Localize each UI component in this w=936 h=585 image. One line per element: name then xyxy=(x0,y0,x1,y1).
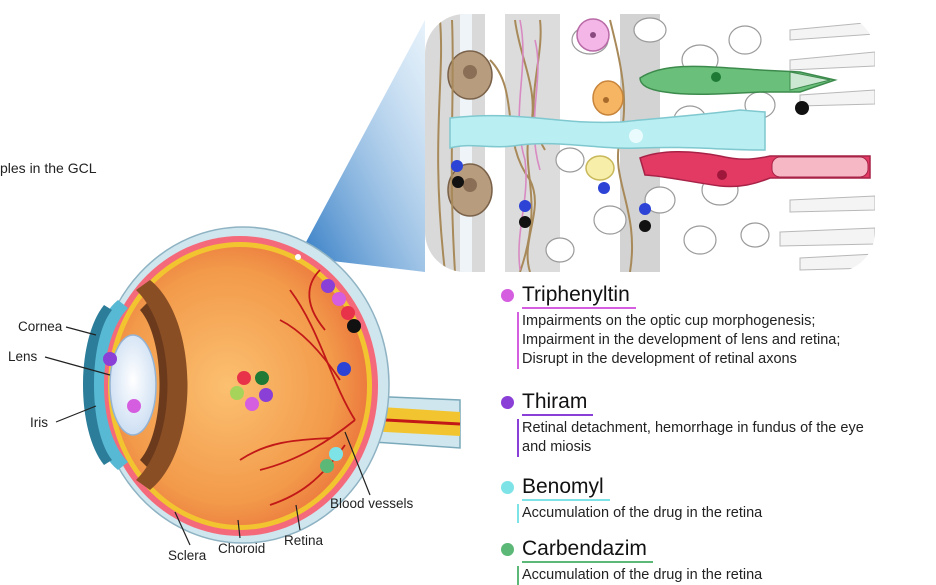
legend-title: Triphenyltin xyxy=(522,283,636,307)
legend-header: Triphenyltin xyxy=(501,282,931,308)
eye-cross-section: Cornea Lens Iris Sclera Choroid Retina B… xyxy=(8,227,460,563)
retina-layers-panel xyxy=(425,14,875,272)
magnification-beam xyxy=(298,20,425,272)
legend-description-line: Retinal detachment, hemorrhage in fundus… xyxy=(522,419,931,438)
legend-header: Carbendazim xyxy=(501,536,931,562)
legend-title: Benomyl xyxy=(522,475,610,499)
legend-header: Benomyl xyxy=(501,474,931,500)
legend-description-line: Disrupt in the development of retinal ax… xyxy=(522,350,931,369)
iris-label: Iris xyxy=(30,415,48,430)
legend-description-line: Accumulation of the drug in the retina xyxy=(522,566,931,585)
legend-description: Impairments on the optic cup morphogenes… xyxy=(517,312,931,369)
legend-title: Thiram xyxy=(522,390,593,414)
sclera-label: Sclera xyxy=(168,548,207,563)
legend-color-dot xyxy=(501,396,514,409)
retina-label: Retina xyxy=(284,533,324,548)
legend-underline xyxy=(522,499,610,501)
legend-underline xyxy=(522,561,653,563)
legend-title: Carbendazim xyxy=(522,537,653,561)
legend-color-dot xyxy=(501,543,514,556)
legend-description-line: Impairment in the development of lens an… xyxy=(522,331,931,350)
choroid-label: Choroid xyxy=(218,541,265,556)
cornea-label: Cornea xyxy=(18,319,63,334)
legend-description-line: Accumulation of the drug in the retina xyxy=(522,504,931,523)
legend-color-dot xyxy=(501,481,514,494)
legend-description-line: Impairments on the optic cup morphogenes… xyxy=(522,312,931,331)
legend-description-line: and miosis xyxy=(522,438,931,457)
legend-underline xyxy=(522,307,636,309)
legend-underline xyxy=(522,414,593,416)
legend-description: Accumulation of the drug in the retina xyxy=(517,566,931,585)
lens-label: Lens xyxy=(8,349,38,364)
legend-description: Accumulation of the drug in the retina xyxy=(517,504,931,523)
legend-description: Retinal detachment, hemorrhage in fundus… xyxy=(517,419,931,457)
cropped-caption-text: ples in the GCL xyxy=(0,160,97,176)
legend-color-dot xyxy=(501,289,514,302)
legend-header: Thiram xyxy=(501,389,931,415)
blood-vessels-label: Blood vessels xyxy=(330,496,414,511)
